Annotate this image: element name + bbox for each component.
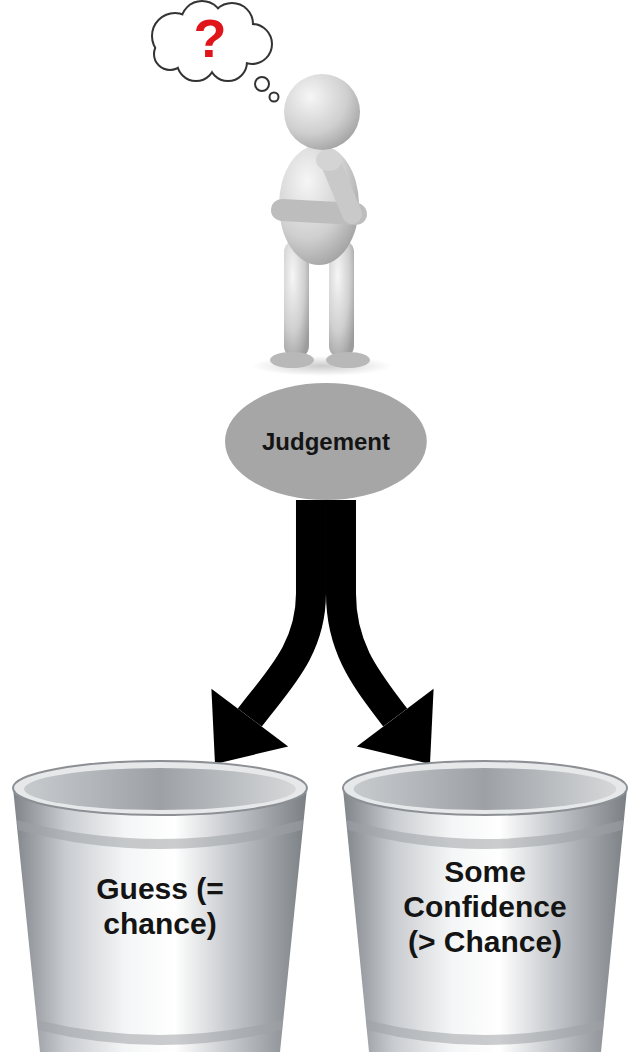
bucket-text-area: Guess (= chance)	[10, 871, 310, 941]
thinking-figure	[0, 0, 630, 380]
node-label: Judgement	[262, 428, 390, 456]
bucket-label: Some Confidence (> Chance)	[396, 854, 574, 959]
bucket-text-area: Some Confidence (> Chance)	[340, 854, 630, 959]
judgement-ellipse: Judgement	[225, 383, 427, 500]
split-arrow	[341, 500, 434, 764]
split-arrow	[211, 500, 311, 764]
thought-bubble	[153, 2, 279, 102]
bucket-label: Guess (= chance)	[71, 871, 249, 941]
bucket-node: Some Confidence (> Chance)	[340, 758, 630, 1052]
question-mark: ?	[180, 6, 240, 70]
bucket-node: Guess (= chance)	[10, 758, 310, 1052]
